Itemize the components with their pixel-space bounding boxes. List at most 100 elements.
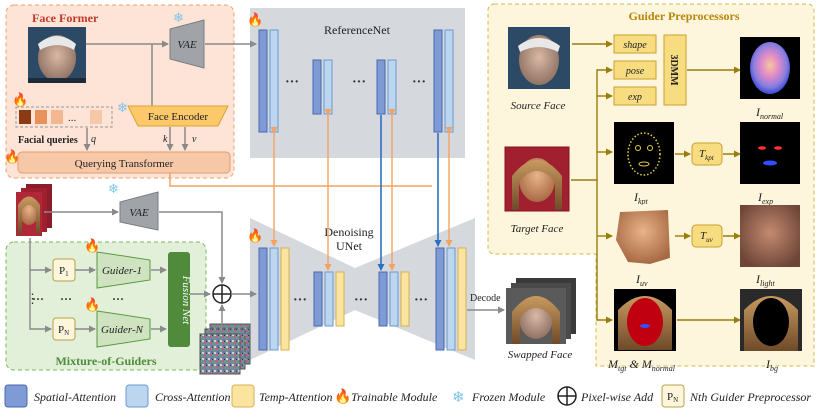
- mixture-vdots: ⋮: [26, 291, 39, 306]
- querying-transformer-label: Querying Transformer: [75, 158, 174, 170]
- unet-cross-1: [269, 247, 279, 351]
- tdmm-box: [663, 34, 687, 106]
- ref-cross-4: [444, 29, 454, 133]
- shape-box: [613, 34, 657, 54]
- source-face-label: Source Face: [511, 100, 566, 112]
- target-frames-stack: [16, 184, 52, 236]
- unet-spatial-4: [435, 247, 445, 351]
- v-label: v: [192, 134, 197, 145]
- t-kpt-label: Tkpt: [699, 148, 715, 162]
- vae-top-label: VAE: [177, 39, 197, 51]
- ref-cross-3: [387, 59, 397, 115]
- referencenet-shape: [250, 8, 465, 158]
- guider-1-block: [96, 251, 151, 289]
- t-uv-box: [691, 224, 723, 248]
- mixture-dots-1: ···: [32, 292, 44, 306]
- legend-spatial-swatch: [4, 384, 28, 408]
- m-label: Mtgt & Mnormal: [607, 357, 676, 373]
- i-kpt-label: Ikpt: [633, 190, 649, 206]
- query-dots: ...: [68, 112, 77, 124]
- guider-preproc-title: Guider Preprocessors: [629, 9, 740, 23]
- unet-temp-4: [457, 247, 467, 351]
- snowflake-icon: ❄: [108, 181, 119, 196]
- t-kpt-box: [691, 142, 723, 166]
- fire-icon: 🔥: [247, 228, 263, 243]
- legend-cross-label: Cross-Attention: [155, 390, 231, 404]
- ref-dots-1: ···: [285, 75, 299, 90]
- noise-latent-stack: [199, 323, 251, 375]
- pose-box: [613, 60, 657, 80]
- legend-pn-letter: PN: [667, 391, 678, 404]
- arrow-frames-to-pn: [29, 270, 52, 333]
- unet-dots-2: ···: [354, 293, 368, 308]
- tdmm-label: 3DMM: [668, 54, 679, 86]
- m-tgt-mask: [627, 298, 663, 346]
- referencenet-label: ReferenceNet: [324, 23, 391, 37]
- kpt-eye-r: [647, 145, 653, 151]
- guider-n-block: [96, 310, 151, 348]
- legend-pn-swatch: [661, 384, 685, 408]
- unet-label-1: Denoising: [324, 225, 373, 239]
- unet-cross-2: [324, 271, 334, 327]
- kpt-face-outline: [627, 132, 661, 176]
- fire-icon: 🔥: [334, 388, 351, 405]
- mixture-title: Mixture-of-Guiders: [55, 354, 156, 368]
- snowflake-icon: ❄: [452, 390, 465, 406]
- i-light-label: Ilight: [755, 272, 775, 288]
- facial-queries-box: [15, 106, 113, 128]
- legend-pn-label: Nth Guider Preprocessor: [689, 390, 811, 404]
- legend-spatial-label: Spatial-Attention: [34, 390, 116, 404]
- unet-spatial-3: [378, 271, 388, 327]
- face-encoder-label: Face Encoder: [148, 111, 208, 123]
- ref-spatial-3: [376, 59, 386, 115]
- ref-spatial-4: [433, 29, 443, 133]
- normal-face-shape: [750, 42, 790, 94]
- unet-dots-3: ···: [414, 293, 428, 308]
- q-label: q: [91, 134, 96, 145]
- kpt-mouth: [638, 161, 650, 167]
- ref-cross-2: [323, 59, 333, 115]
- t-uv-label: Tuv: [700, 230, 714, 244]
- legend-temp-swatch: [231, 384, 255, 408]
- denoising-unet-shape: [250, 218, 475, 360]
- unet-spatial-1: [258, 247, 268, 351]
- exp-label: exp: [628, 92, 642, 103]
- fusion-net-label: Fusion Net: [180, 275, 192, 326]
- arrow-to-kpt: [596, 180, 613, 324]
- i-uv-label: Iuv: [635, 272, 648, 288]
- unet-dots-1: ···: [293, 293, 307, 308]
- facial-queries-label: Facial queries: [18, 135, 78, 146]
- querying-transformer-block: [17, 151, 231, 174]
- k-label: k: [163, 134, 168, 145]
- ref-spatial-2: [312, 59, 322, 115]
- ref-cross-1: [269, 29, 279, 133]
- i-kpt-image: [614, 122, 674, 184]
- vae-bottom-label: VAE: [129, 207, 149, 219]
- vae-top-block: [169, 19, 205, 69]
- exp-mouth: [763, 160, 777, 166]
- exp-box: [613, 86, 657, 106]
- i-exp-image: [740, 122, 800, 184]
- ref-dots-2: ···: [352, 75, 366, 90]
- vae-bottom-block: [119, 191, 159, 231]
- kpt-eye-l: [635, 145, 641, 151]
- fire-icon: 🔥: [4, 149, 20, 164]
- snowflake-icon: ❄: [173, 10, 184, 25]
- unet-cross-3: [389, 271, 399, 327]
- exp-eye-l: [758, 146, 766, 150]
- i-bg-hole: [753, 298, 789, 346]
- mixture-dots-2: ···: [60, 292, 72, 306]
- fire-icon: 🔥: [247, 12, 263, 27]
- fusion-net-block: [168, 252, 190, 347]
- decode-label: Decode: [470, 293, 501, 304]
- guider-preproc-panel: [487, 3, 815, 367]
- preproc-source-face: [508, 27, 570, 89]
- arrow-qformer-route: [169, 173, 432, 187]
- arrow-vae-to-add: [159, 211, 226, 284]
- legend: Spatial-Attention Cross-Attention Temp-A…: [4, 384, 811, 408]
- preproc-target-face: [504, 146, 570, 212]
- legend-cross-swatch: [125, 384, 149, 408]
- swapped-face-stack: [506, 278, 576, 344]
- unet-temp-3: [400, 271, 410, 327]
